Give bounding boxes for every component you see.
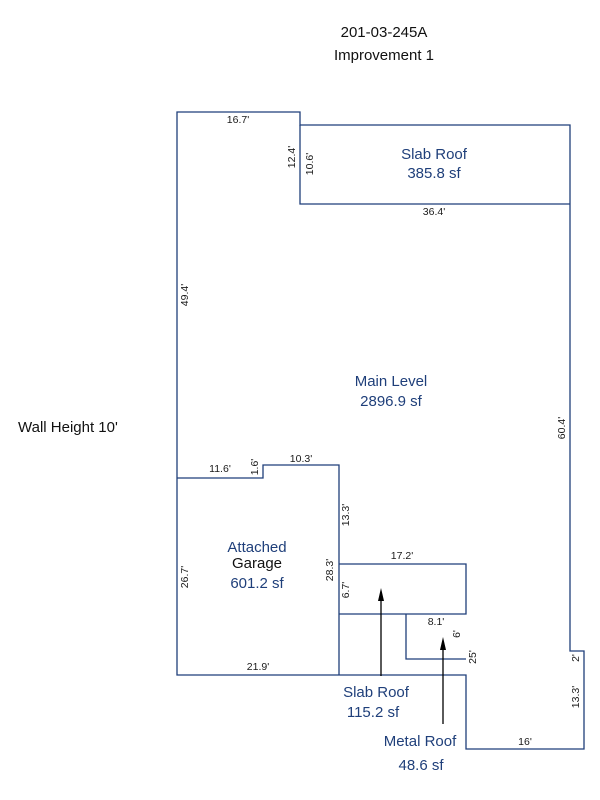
- dim-garage-right-upper: 13.3': [340, 504, 352, 526]
- garage-area: 601.2 sf: [230, 575, 284, 592]
- dim-right-step-small: 2': [570, 654, 582, 662]
- slab-roof-small-name: Slab Roof: [343, 684, 410, 701]
- dim-garage-top-left: 11.6': [209, 463, 231, 475]
- slab-roof-arrowhead: [378, 588, 384, 601]
- improvement-label: Improvement 1: [334, 47, 434, 64]
- main-level-area: 2896.9 sf: [360, 393, 423, 410]
- dim-garage-bottom: 21.9': [247, 661, 269, 673]
- slab-roof-top-outline: [299, 125, 570, 205]
- garage-outline: [177, 464, 340, 675]
- dim-lower-step: 25': [467, 650, 479, 664]
- slab-roof-small-outline: [339, 563, 467, 615]
- dim-left-height: 49.4': [179, 284, 191, 306]
- dim-top-step-inner: 10.6': [304, 153, 316, 175]
- slab-roof-top-area: 385.8 sf: [407, 165, 461, 182]
- metal-roof-area: 48.6 sf: [398, 757, 444, 774]
- dim-garage-top-right: 10.3': [290, 453, 312, 465]
- dim-right-lower: 13.3': [570, 686, 582, 708]
- metal-roof-outline: [405, 614, 466, 660]
- dim-right-height: 60.4': [556, 417, 568, 439]
- dim-bottom-width: 16': [518, 736, 532, 748]
- slab-roof-small-area: 115.2 sf: [347, 704, 400, 721]
- main-level-name: Main Level: [355, 373, 428, 390]
- garage-name-line1: Attached: [227, 539, 286, 556]
- dim-top-left-width: 16.7': [227, 114, 249, 126]
- metal-roof-name: Metal Roof: [384, 733, 457, 750]
- dim-garage-right-total: 28.3': [324, 559, 336, 581]
- metal-roof-arrowhead: [440, 637, 446, 650]
- dim-garage-left: 26.7': [179, 566, 191, 588]
- main-outline: [176, 111, 585, 750]
- dim-slab-width: 36.4': [423, 206, 445, 218]
- slab-roof-top-name: Slab Roof: [401, 146, 468, 163]
- dim-slab-small-height: 6.7': [340, 582, 352, 599]
- dim-metal-height: 6': [451, 630, 463, 638]
- dim-metal-width: 8.1': [428, 616, 445, 628]
- dim-top-step-outer: 12.4': [286, 146, 298, 168]
- dim-slab-small-width: 17.2': [391, 550, 413, 562]
- dim-garage-notch: 1.6': [249, 459, 261, 476]
- parcel-number: 201-03-245A: [341, 24, 428, 41]
- garage-name-line2: Garage: [232, 555, 282, 572]
- wall-height-note: Wall Height 10': [18, 419, 118, 436]
